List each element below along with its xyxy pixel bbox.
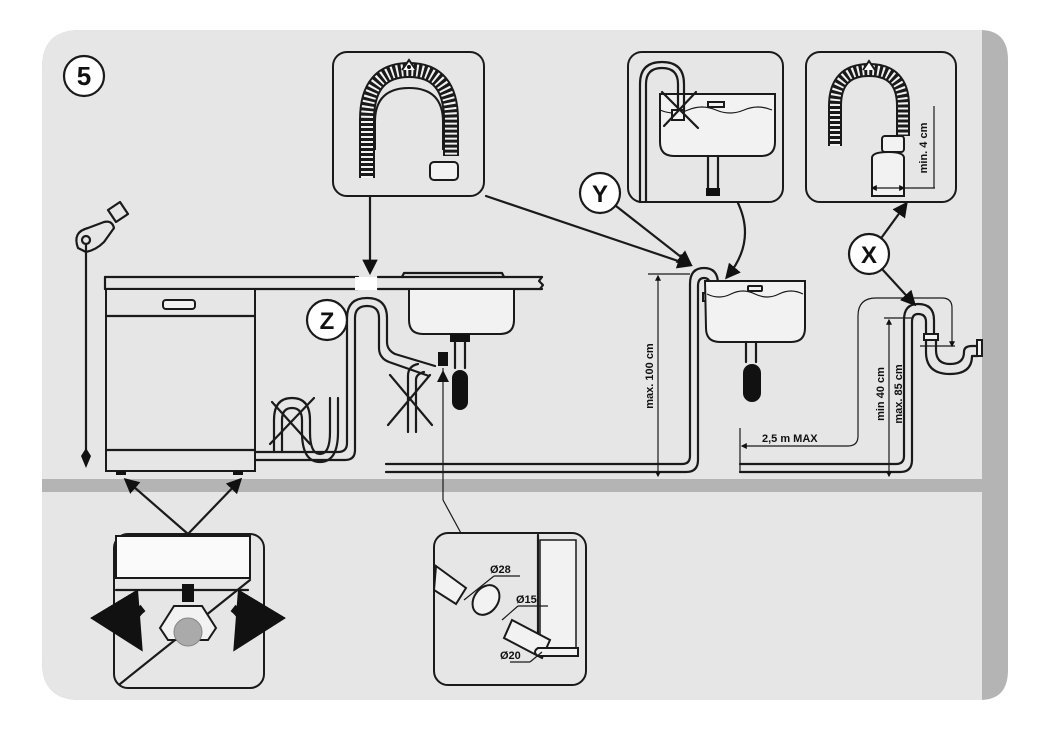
detail-box-hook-submerged-wrong <box>627 51 784 204</box>
svg-text:min. 4 cm: min. 4 cm <box>918 122 930 173</box>
step-number: 5 <box>77 61 91 91</box>
rotate-right-icon <box>230 589 287 652</box>
callout-x: X <box>847 201 917 307</box>
countertop-hose-gap <box>355 277 377 290</box>
drain-hose-z <box>253 277 437 462</box>
dimension-max-100cm: max. 100 cm <box>644 273 690 478</box>
detail-box-adjustable-feet <box>89 477 287 689</box>
detail-box-min-insertion: min. 4 cm <box>805 51 957 203</box>
detail-box-hose-hook <box>332 51 485 197</box>
siphon-connector <box>438 352 448 366</box>
sink-siphon <box>452 370 468 410</box>
arrow-detail-to-sink <box>725 199 747 280</box>
kitchen-sink-lower <box>386 271 515 536</box>
hand-plumb-line-icon <box>75 200 130 468</box>
floor-line <box>42 479 982 492</box>
svg-text:min 40 cm: min 40 cm <box>875 367 887 421</box>
hose-cuff <box>429 161 459 181</box>
rotate-left-icon <box>89 589 146 652</box>
detail-box-connector-diameters: Ø28 Ø15 Ø20 <box>432 532 587 686</box>
svg-text:X: X <box>861 242 877 269</box>
wrong-hose-loop-crossed <box>268 396 340 464</box>
step-number-badge: 5 <box>62 54 106 98</box>
svg-text:2,5 m MAX: 2,5 m MAX <box>762 433 818 445</box>
svg-text:max. 100 cm: max. 100 cm <box>644 343 656 409</box>
svg-text:max. 85 cm: max. 85 cm <box>893 364 905 424</box>
svg-text:Ø20: Ø20 <box>500 650 521 662</box>
arrow-to-hook-y <box>484 194 693 269</box>
adjustable-foot-right <box>233 471 243 475</box>
dishwasher-handle <box>162 299 196 310</box>
dishwasher <box>104 288 257 475</box>
svg-text:Z: Z <box>320 308 335 335</box>
svg-text:Ø28: Ø28 <box>490 564 511 576</box>
svg-text:Ø15: Ø15 <box>516 594 537 606</box>
upper-sink-siphon <box>743 364 761 402</box>
dimension-trap-height: min 40 cm max. 85 cm <box>875 317 912 478</box>
callout-y: Y <box>578 171 693 266</box>
callout-z: Z <box>305 298 349 342</box>
dimension-max-length: 2,5 m MAX <box>740 297 955 449</box>
drain-hose-x <box>738 302 936 474</box>
svg-text:Y: Y <box>592 181 608 208</box>
foot-screw <box>182 584 194 602</box>
adjustable-foot-left <box>116 471 126 475</box>
